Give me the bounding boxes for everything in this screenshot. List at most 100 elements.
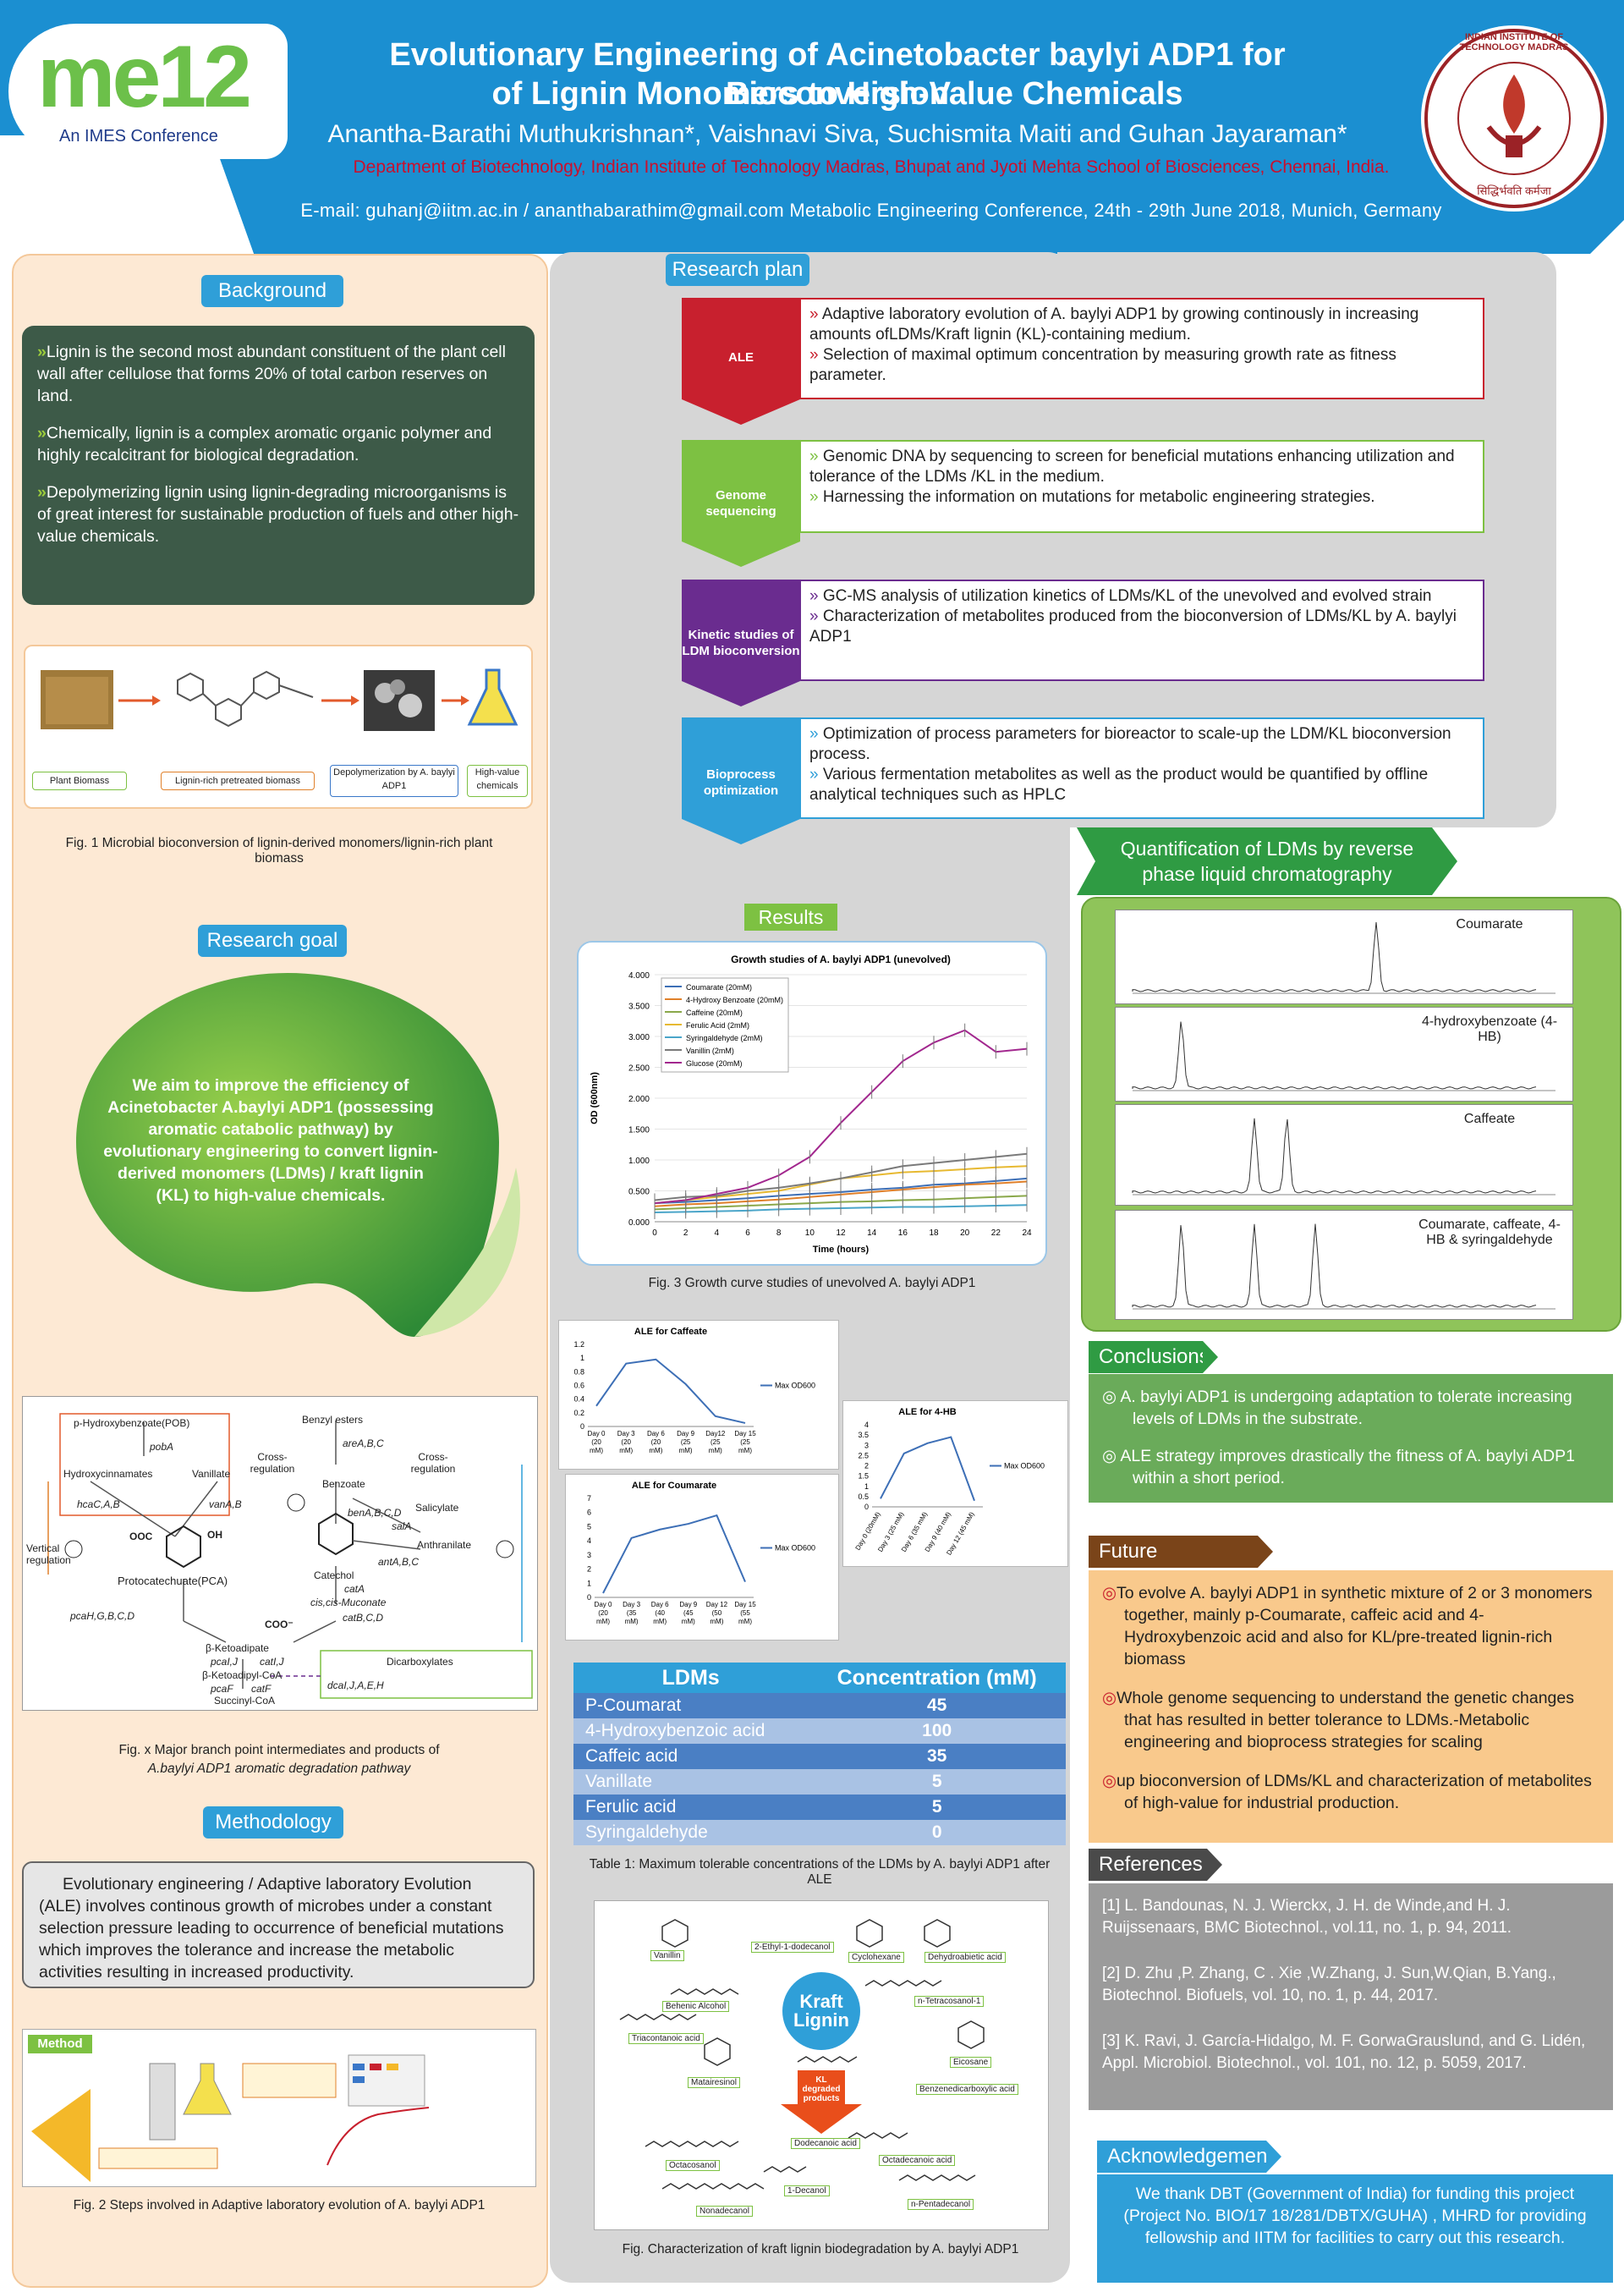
conclusions-heading: Conclusions <box>1089 1341 1210 1373</box>
kraft-compound-label: Vanillin <box>650 1950 684 1961</box>
legend-label: Max OD600 <box>1004 1462 1045 1470</box>
kraft-center-label: Kraft Lignin <box>793 1991 849 2031</box>
ldm-col-header: LDMs <box>661 1665 720 1690</box>
legend-label: Vanillin (2mM) <box>686 1047 734 1055</box>
plan-step-2-label: Genome sequencing <box>705 488 776 519</box>
poster-title-line2: of Lignin Monomers to High-Value Chemica… <box>491 76 1183 112</box>
ale-series-line <box>595 1358 746 1424</box>
logo-subtitle: An IMES Conference <box>59 127 218 146</box>
conclusion-bullet-icon: ◎ <box>1102 1447 1121 1465</box>
kraft-compound-label: Dodecanoic acid <box>791 2138 860 2149</box>
research-goal-text: We aim to improve the efficiency of Acin… <box>103 1076 438 1205</box>
y-tick-label: 4.000 <box>628 971 650 981</box>
x-tick-label: 2 <box>683 1228 689 1238</box>
pathway-oh: OH <box>207 1529 222 1541</box>
pathway-dicarboxylates: Dicarboxylates <box>387 1656 453 1668</box>
kraft-compound-label: 1-Decanol <box>784 2185 830 2196</box>
x-tick-label: mM) <box>653 1618 667 1625</box>
pathway-salicylate: Salicylate <box>415 1502 459 1514</box>
plan-step-4-label: Bioprocess optimization <box>703 767 779 798</box>
x-tick-label: mM) <box>590 1447 603 1454</box>
pathway-dcaIJAEH: dcaI,J,A,E,H <box>327 1679 384 1691</box>
future-item-2: ◎Whole genome sequencing to understand t… <box>1102 1689 1574 1751</box>
header-banner <box>0 0 1624 254</box>
ldm-name-cell: P-Coumarat <box>585 1696 682 1715</box>
ldm-name-cell: Syringaldehyde <box>585 1822 708 1842</box>
x-tick-label: (50 <box>712 1609 722 1617</box>
hplc-heading: Quantification of LDMs by reverse phase … <box>1120 838 1414 885</box>
future-bullet-icon: ◎ <box>1102 1584 1117 1602</box>
plan-step-3-arrow <box>682 580 800 706</box>
y-tick-label: 7 <box>587 1494 591 1503</box>
x-tick-label: mM) <box>738 1447 752 1454</box>
plan-step-4-text: » Optimization of process parameters for… <box>799 717 1484 819</box>
chromatogram-trace <box>1132 1118 1555 1195</box>
hplc-panel-2: 4-hydroxybenzoate (4-HB) <box>1115 1007 1573 1102</box>
y-axis-label: OD (600nm) <box>590 1072 600 1124</box>
hplc-panel-label: Coumarate, caffeate, 4-HB & syringaldehy… <box>1413 1217 1566 1248</box>
kraft-caption: Fig. Characterization of kraft lignin bi… <box>622 2242 1019 2256</box>
x-tick-label: 20 <box>960 1228 970 1238</box>
plan-step-1-arrow <box>682 298 800 425</box>
x-tick-label: Day 9 <box>679 1601 697 1608</box>
pathway-pob: p-Hydroxybenzoate(POB) <box>74 1417 190 1429</box>
ldm-conc-cell: 0 <box>931 1822 942 1842</box>
x-axis-label: Time (hours) <box>813 1245 870 1255</box>
x-tick-label: 16 <box>898 1228 908 1238</box>
kraft-compound-label: Octadecanoic acid <box>879 2155 956 2166</box>
plan-step-3-text: » GC-MS analysis of utilization kinetics… <box>799 580 1484 681</box>
acknowledgement-box: We thank DBT (Government of India) for f… <box>1097 2174 1613 2283</box>
x-tick-label: Day 3 <box>617 1430 635 1437</box>
growth-chart: Growth studies of A. baylyi ADP1 (unevol… <box>590 954 1032 1255</box>
kraft-graphic <box>619 1919 985 2190</box>
references-heading: References <box>1089 1849 1207 1881</box>
pathway-vanAB: vanA,B <box>209 1498 242 1510</box>
acknowledgement-heading-tip <box>1266 2141 1281 2173</box>
kraft-compound-label: Nonadecanol <box>696 2206 753 2217</box>
y-tick-label: 0.5 <box>858 1492 869 1501</box>
kraft-compound-label: Octacosanol <box>666 2160 720 2171</box>
conclusion-bullet-icon: ◎ <box>1102 1388 1121 1406</box>
pathway-pca: Protocatechuate(PCA) <box>118 1575 228 1587</box>
y-tick-label: 2.500 <box>628 1064 650 1074</box>
kraft-compound-label: Cyclohexane <box>848 1952 904 1963</box>
x-tick-label: mM) <box>709 1447 722 1454</box>
legend-label: 4-Hydroxy Benzoate (20mM) <box>686 996 783 1004</box>
ale-chart-title: ALE for 4-HB <box>898 1407 957 1417</box>
future-item-1: ◎To evolve A. baylyi ADP1 in synthetic m… <box>1102 1584 1593 1668</box>
x-tick-label: Day12 <box>705 1430 726 1437</box>
ldm-conc-cell: 5 <box>931 1797 942 1817</box>
future-heading: Future Perspectives <box>1089 1536 1258 1595</box>
y-tick-label: 0 <box>580 1422 584 1431</box>
ale-series-line <box>602 1514 746 1594</box>
y-tick-label: 1.5 <box>858 1472 869 1481</box>
y-tick-label: 0.4 <box>573 1395 584 1404</box>
authors: Anantha-Barathi Muthukrishnan*, Vaishnav… <box>327 120 1347 148</box>
plan-step-2-arrow <box>682 440 800 567</box>
pathway-areABC: areA,B,C <box>343 1437 384 1449</box>
pathway-hcaCAB: hcaC,A,B <box>77 1498 120 1510</box>
y-tick-label: 1 <box>587 1579 591 1587</box>
background-bullet-3: »Depolymerizing lignin using lignin-degr… <box>37 483 519 546</box>
x-tick-label: Day 0 <box>595 1601 612 1608</box>
x-tick-label: Day 15 <box>734 1430 756 1437</box>
method-caption: Fig. 2 Steps involved in Adaptive labora… <box>73 2198 486 2212</box>
method-figure: Method <box>22 2029 536 2187</box>
y-tick-label: 3 <box>587 1551 591 1559</box>
kl-degraded-label: KL degraded products <box>802 2075 841 2103</box>
x-tick-label: Day 9 <box>677 1430 694 1437</box>
y-tick-label: 5 <box>587 1522 591 1531</box>
x-tick-label: (45 <box>683 1609 694 1617</box>
plan-step-4-arrow <box>682 717 800 844</box>
pathway-catIJ: catI,J <box>260 1656 284 1668</box>
ale-chart-title: ALE for Caffeate <box>634 1327 707 1337</box>
pathway-vertical: Vertical regulation <box>26 1542 71 1566</box>
x-tick-label: Day 6 <box>651 1601 669 1608</box>
research-goal-blob <box>76 973 520 1337</box>
kraft-lignin-figure: Kraft Lignin KL degraded products Vanill… <box>594 1900 1049 2230</box>
